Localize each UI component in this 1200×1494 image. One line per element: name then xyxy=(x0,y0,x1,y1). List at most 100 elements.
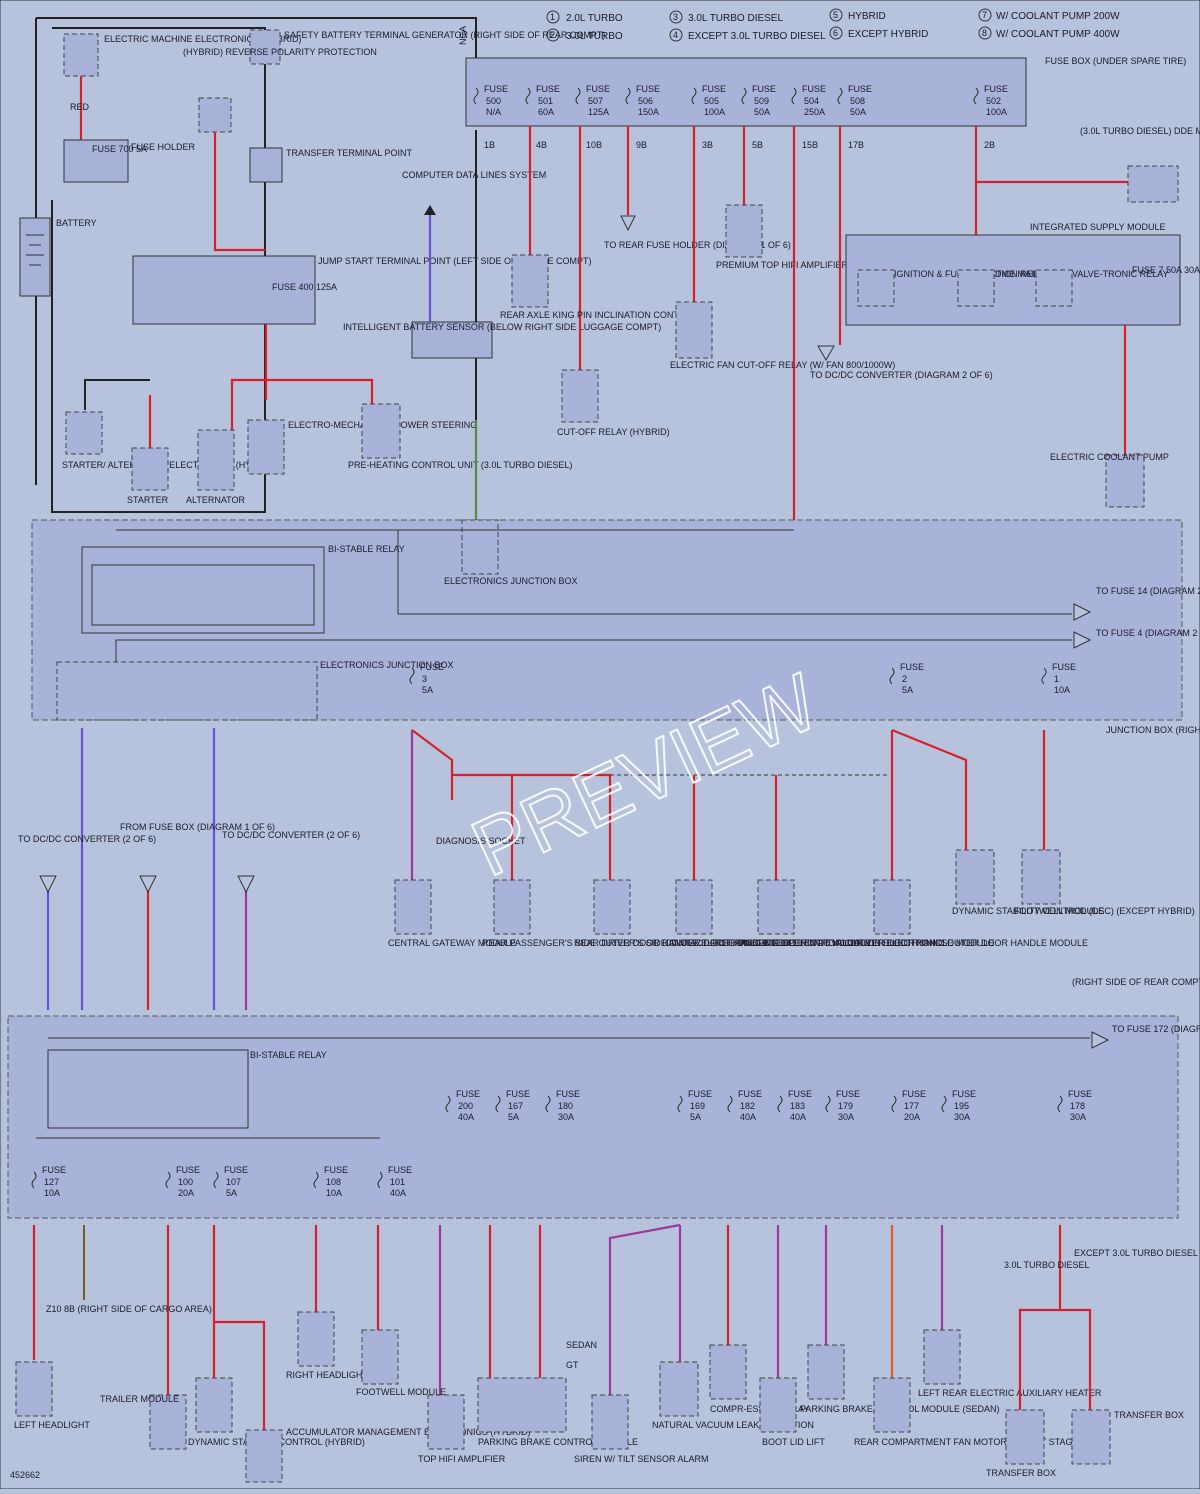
dsc-hybrid xyxy=(195,1377,233,1433)
rear-fuse-180-icon xyxy=(545,1095,551,1113)
jb-right-label: JUNCTION BOX (RIGHT SIDE OF DASH) xyxy=(1106,725,1200,735)
rear-fuse-108-icon xyxy=(313,1171,319,1189)
rear-fuse-127-icon xyxy=(31,1171,37,1189)
ejb-inner-label: ELECTRONICS JUNCTION BOX xyxy=(320,660,454,670)
fuse-7-label: FUSE 7 50A 30A xyxy=(1132,265,1200,275)
coolant-pump-label: ELECTRIC COOLANT PUMP xyxy=(1050,452,1169,462)
svg-text:1: 1 xyxy=(550,12,555,22)
rear-fuse-101-rating: 40A xyxy=(390,1188,406,1198)
rear-axle-label: REAR AXLE KING PIN INCLINATION CONTROL xyxy=(500,310,697,320)
svg-text:7: 7 xyxy=(982,10,987,20)
fuse-holder-label: FUSE HOLDER xyxy=(131,142,196,152)
to-dcdc-label: TO DC/DC CONVERTER (DIAGRAM 2 OF 6) xyxy=(810,370,993,380)
top-fuse-501-pin: 4B xyxy=(536,140,547,150)
rear-fuse-101-num: 101 xyxy=(390,1177,405,1187)
dde-relay-label: (3.0L TURBO DIESEL) DDE MAIN RELAY xyxy=(1080,126,1200,136)
rear-pass-door-label: REAR PASSENGER'S SIDE OUTER DOOR HANDLE … xyxy=(482,938,800,948)
premium-hifi-label: PREMIUM TOP HIFI AMPLIFIER xyxy=(716,260,849,270)
top-fuse-500-rating: N/A xyxy=(486,107,501,117)
footwell-bottom-label: FOOTWELL MODULE xyxy=(356,1387,446,1397)
bistable-relay-top xyxy=(81,546,325,634)
fuse-700-holder xyxy=(63,139,129,183)
to-dcdc-arrow xyxy=(817,345,835,362)
mid-fuse-2-rating: 5A xyxy=(902,685,913,695)
top-fuse-list: FUSE500N/A1BFUSE50160A4BFUSE507125A10BFU… xyxy=(473,84,1008,150)
svg-text:5: 5 xyxy=(833,10,838,20)
rear-fuse-101-icon xyxy=(377,1171,383,1189)
rear-fuse-178-icon xyxy=(1057,1095,1063,1113)
mid-fuse-3-rating: 5A xyxy=(422,685,433,695)
rear-fuse-183-icon xyxy=(777,1095,783,1113)
rear-fuse-179-rating: 30A xyxy=(838,1112,854,1122)
rear-fuse-179-icon xyxy=(825,1095,831,1113)
rear-fuse-169-num: 169 xyxy=(690,1101,705,1111)
diagram-id: 452662 xyxy=(10,1470,40,1480)
rear-fuse-179-name: FUSE xyxy=(836,1089,860,1099)
to-rear-fuse-label: TO REAR FUSE HOLDER (DIAGRAM 1 OF 6) xyxy=(604,240,791,250)
tailgate-label: CONTACT FREE TAILGATE OPENING EVALUATION… xyxy=(665,938,947,948)
rear-fuse-low-list: FUSE12710AFUSE10020AFUSE1075AFUSE10810AF… xyxy=(31,1165,412,1198)
starter-alternator-electronics xyxy=(65,411,103,455)
svg-text:EXCEPT 3.0L TURBO DIESEL: EXCEPT 3.0L TURBO DIESEL xyxy=(688,31,826,42)
svg-text:8: 8 xyxy=(982,28,987,38)
rear-fuse-top-list: FUSE20040AFUSE1675AFUSE18030AFUSE1695AFU… xyxy=(445,1089,1092,1122)
svg-text:2: 2 xyxy=(550,30,555,40)
top-fuse-506-pin: 9B xyxy=(636,140,647,150)
aux-heater-label: LEFT REAR ELECTRIC AUXILIARY HEATER xyxy=(918,1388,1102,1398)
battery-label: BATTERY xyxy=(56,218,97,228)
top-fuse-506-rating: 150A xyxy=(638,107,659,117)
rear-fuse-200-rating: 40A xyxy=(458,1112,474,1122)
top-fuse-500-icon xyxy=(473,87,479,105)
to-rear-fuse-arrow xyxy=(620,215,636,232)
top-fuse-500-num: 500 xyxy=(486,96,501,106)
mid-fuse-3-num: 3 xyxy=(422,674,427,684)
electric-machine-label: ELECTRIC MACHINE ELECTRONICS (HYBRID) xyxy=(104,34,302,44)
fuse-400-label: FUSE 400 125A xyxy=(272,282,337,292)
starter xyxy=(131,447,169,491)
boot-lid-lift xyxy=(759,1377,797,1433)
to-dcdc-l-label: TO DC/DC CONVERTER (2 OF 6) xyxy=(18,834,156,844)
power-steering xyxy=(247,419,285,475)
rear-fuse-182-rating: 40A xyxy=(740,1112,756,1122)
transfer-terminal-box xyxy=(249,147,283,183)
top-fuse-507-rating: 125A xyxy=(588,107,609,117)
top-fuse-500-pin: 1B xyxy=(484,140,495,150)
parking-brake-module xyxy=(477,1377,567,1433)
mid-fuse-1-num: 1 xyxy=(1054,674,1059,684)
rear-fuse-100-icon xyxy=(165,1171,171,1189)
rear-fuse-108-num: 108 xyxy=(326,1177,341,1187)
diesel-label: 3.0L TURBO DIESEL xyxy=(1004,1260,1090,1270)
parking-brake-label: PARKING BRAKE CONTROL MODULE xyxy=(478,1437,638,1447)
top-fuse-501-num: 501 xyxy=(538,96,553,106)
rear-fuse-108-rating: 10A xyxy=(326,1188,342,1198)
gt-label: GT xyxy=(566,1360,579,1370)
top-fuse-501-icon xyxy=(525,87,531,105)
rear-fuse-195-name: FUSE xyxy=(952,1089,976,1099)
rear-fuse-177-name: FUSE xyxy=(902,1089,926,1099)
top-fuse-box-label: FUSE BOX (UNDER SPARE TIRE) xyxy=(1045,56,1186,66)
transfer-box-left-label: TRANSFER BOX xyxy=(986,1468,1056,1478)
svg-text:4: 4 xyxy=(673,30,678,40)
rear-drv-door-label: REAR DRIVER'S SIDE OUTER DOOR HANDLE ELE… xyxy=(574,938,871,948)
rear-fuse-177-rating: 20A xyxy=(904,1112,920,1122)
top-fuse-507-pin: 10B xyxy=(586,140,602,150)
rear-fuse-195-num: 195 xyxy=(954,1101,969,1111)
bistable-bottom-label: BI-STABLE RELAY xyxy=(250,1050,327,1060)
sedan-label: SEDAN xyxy=(566,1340,597,1350)
top-fuse-506-num: 506 xyxy=(638,96,653,106)
trailer-module xyxy=(149,1394,187,1450)
rear-fuse-167-name: FUSE xyxy=(506,1089,530,1099)
from-fuse-box-label: FROM FUSE BOX (DIAGRAM 1 OF 6) xyxy=(120,822,275,832)
to-dcdc-l-arrow xyxy=(39,875,57,894)
svg-text:NCA: NCA xyxy=(458,26,468,45)
top-fuse-508-pin: 17B xyxy=(848,140,864,150)
rear-fuse-127-num: 127 xyxy=(44,1177,59,1187)
cutoff-relay-label: CUT-OFF RELAY (HYBRID) xyxy=(557,427,670,437)
